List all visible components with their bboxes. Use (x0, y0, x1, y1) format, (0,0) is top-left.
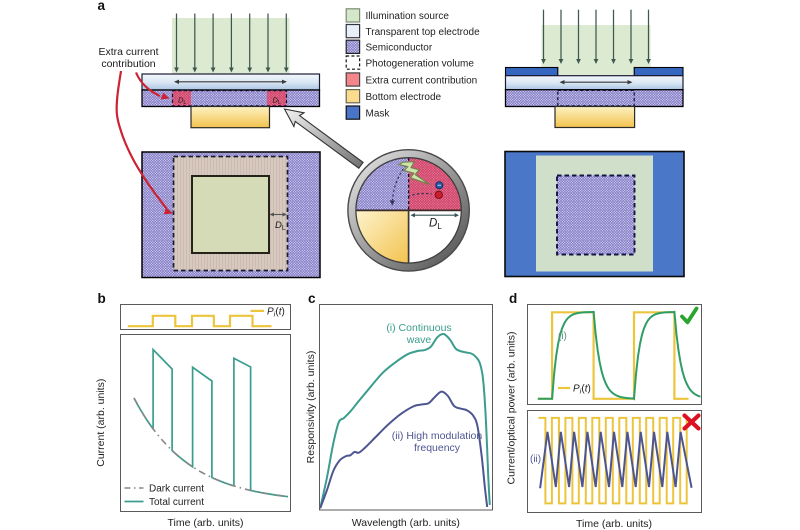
svg-text:DL: DL (178, 96, 186, 107)
svg-text:a: a (98, 0, 106, 13)
svg-text:DL: DL (273, 96, 281, 107)
svg-text:wave: wave (406, 334, 432, 346)
svg-text:Photogeneration volume: Photogeneration volume (366, 58, 475, 69)
svg-text:(i): (i) (558, 331, 567, 342)
svg-text:Current/optical power (arb. un: Current/optical power (arb. units) (506, 332, 518, 485)
svg-text:Extra current: Extra current (98, 46, 158, 58)
svg-text:frequency: frequency (414, 442, 461, 454)
svg-text:Total current: Total current (149, 497, 204, 508)
svg-text:(i) Continuous: (i) Continuous (386, 322, 451, 334)
svg-text:Pi(t): Pi(t) (267, 307, 285, 319)
svg-text:Transparent top electrode: Transparent top electrode (366, 27, 481, 38)
svg-text:Responsivity (arb. units): Responsivity (arb. units) (305, 351, 317, 464)
svg-text:Bottom electrode: Bottom electrode (366, 92, 442, 103)
svg-text:Extra current contribution: Extra current contribution (366, 75, 478, 86)
svg-text:Dark current: Dark current (149, 484, 204, 495)
svg-text:Time (arb. units): Time (arb. units) (576, 518, 652, 530)
svg-text:Illumination source: Illumination source (366, 11, 450, 22)
svg-text:d: d (509, 291, 517, 306)
svg-text:Semiconductor: Semiconductor (366, 43, 433, 54)
svg-text:(ii): (ii) (530, 454, 541, 465)
svg-text:Wavelength (arb. units): Wavelength (arb. units) (352, 517, 460, 529)
svg-text:DL: DL (275, 220, 286, 232)
svg-text:Time (arb. units): Time (arb. units) (167, 517, 243, 529)
svg-text:b: b (98, 291, 106, 306)
svg-text:contribution: contribution (101, 58, 155, 70)
svg-text:c: c (308, 291, 316, 306)
svg-text:Current (arb. units): Current (arb. units) (95, 379, 107, 467)
svg-text:Mask: Mask (366, 108, 391, 119)
svg-text:Pi(t): Pi(t) (573, 384, 591, 396)
svg-text:(ii) High modulation: (ii) High modulation (392, 430, 483, 442)
